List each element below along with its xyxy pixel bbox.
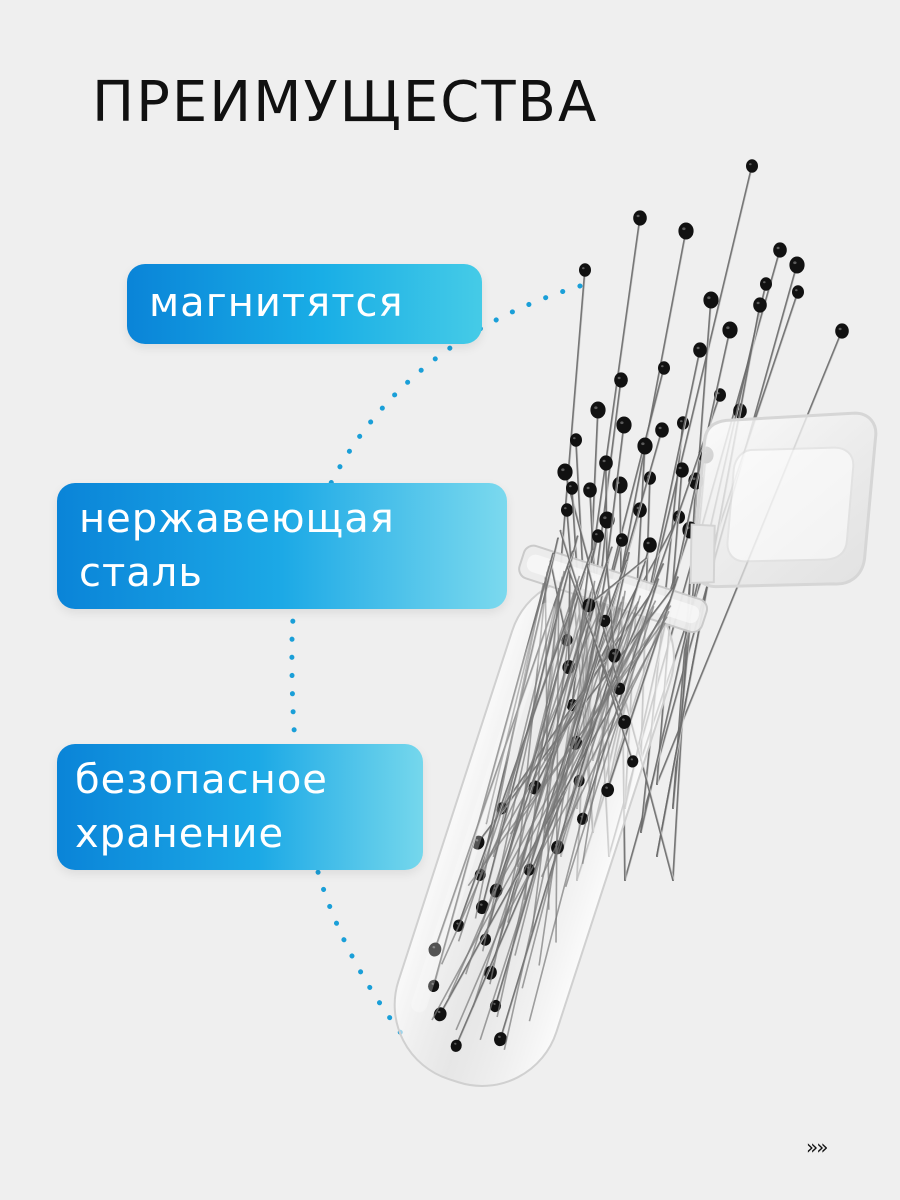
pin-shaft — [564, 606, 655, 888]
pin-shaft — [465, 586, 594, 975]
pin-shaft — [467, 616, 668, 887]
pin-shaft — [499, 587, 577, 891]
pin-shaft — [492, 576, 564, 858]
pin-shaft — [484, 600, 640, 864]
pin-outside-26 — [656, 462, 689, 785]
pin-shaft — [440, 591, 609, 965]
pin-shaft — [557, 595, 642, 855]
feature-magnetic-text: магнитятся — [149, 280, 404, 326]
pin-shaft — [474, 582, 545, 919]
pin-shaft — [498, 622, 666, 929]
pin-shaft — [457, 575, 581, 942]
chevrons-right-icon[interactable]: »» — [806, 1135, 828, 1159]
feature-badge-stainless-steel: нержавеющая сталь — [57, 483, 507, 609]
feature-stainless-steel-line-1: нержавеющая — [79, 496, 395, 542]
feature-safe-storage-line-2: хранение — [75, 811, 285, 857]
pin-shaft — [448, 601, 623, 998]
feature-safe-storage-line-1: безопасное — [75, 757, 328, 803]
page-title: ПРЕИМУЩЕСТВА — [92, 70, 599, 135]
feature-badge-magnetic: магнитятся — [127, 264, 482, 344]
pin-shaft — [507, 597, 590, 923]
pin-shaft — [489, 581, 579, 985]
feature-badge-safe-storage: безопасное хранение — [57, 744, 423, 870]
tube-lid — [689, 411, 878, 589]
pin-shaft — [479, 607, 621, 1041]
tube-body — [393, 529, 709, 1087]
pin-shaft — [491, 611, 653, 897]
pin-inside-26 — [566, 565, 631, 729]
pin-shaft — [472, 596, 607, 1008]
feature-stainless-steel-line-2: сталь — [79, 550, 203, 596]
